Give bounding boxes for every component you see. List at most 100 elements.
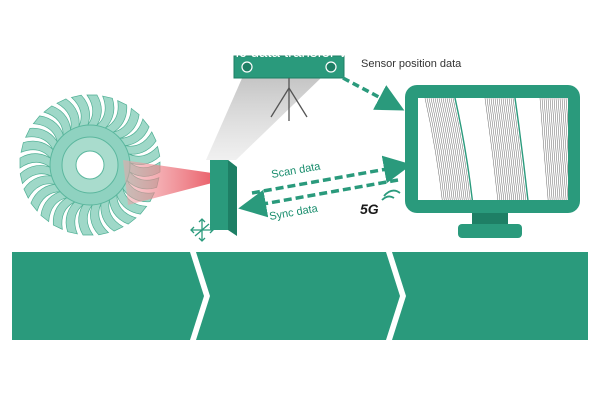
mesh-line xyxy=(549,98,559,200)
mesh-line xyxy=(541,98,551,200)
mesh-line xyxy=(430,98,449,200)
signal-icon xyxy=(381,189,401,201)
turbine-blade xyxy=(100,195,124,232)
mesh-line xyxy=(440,98,459,200)
mesh-line xyxy=(428,98,447,200)
turbine-blade xyxy=(19,153,54,171)
mesh-line xyxy=(436,98,455,200)
mesh-line xyxy=(492,98,507,200)
mesh-line xyxy=(512,98,527,200)
mesh-line xyxy=(557,98,567,200)
step-2-line-1: Real time scan data and xyxy=(218,26,380,43)
process-steps-banner xyxy=(12,252,588,340)
turbine-blade xyxy=(78,201,96,236)
step-2-shape xyxy=(196,252,400,340)
mesh-line xyxy=(452,98,471,200)
mesh-line xyxy=(539,98,549,200)
mesh-line xyxy=(450,98,469,200)
mesh-line xyxy=(498,98,513,200)
turbine-blade xyxy=(65,199,88,235)
light-section-sensor-icon xyxy=(210,160,237,236)
mesh-line xyxy=(559,98,568,200)
mesh-line xyxy=(496,98,511,200)
turbine-blade xyxy=(90,199,110,236)
tracker-field-of-view xyxy=(206,76,323,160)
sensor-position-label: Sensor position data xyxy=(361,58,462,70)
step-3-shape xyxy=(392,252,588,340)
fiveg-badge: 5G xyxy=(360,189,401,217)
turbine-blade xyxy=(70,94,90,131)
sensor-position-arrow xyxy=(342,76,405,111)
scan-data-arrow xyxy=(251,155,412,195)
mesh-line xyxy=(484,98,499,200)
turbine-blade xyxy=(52,195,80,230)
step-2-line-2: sync data transfer via 5G xyxy=(215,44,383,61)
mesh-line xyxy=(565,98,568,129)
turbine-blade xyxy=(43,105,72,140)
fiveg-label: 5G xyxy=(360,201,379,217)
mesh-line xyxy=(486,98,501,200)
mesh-line xyxy=(490,98,505,200)
sync-data-label: Sync data xyxy=(268,202,319,222)
mesh-line xyxy=(551,98,561,200)
step-1-line-2: light-section sensor xyxy=(37,44,167,61)
mesh-edge xyxy=(514,98,529,200)
mesh-line xyxy=(494,98,509,200)
mesh-line xyxy=(561,98,568,179)
mesh-line xyxy=(426,98,445,200)
mesh-line xyxy=(553,98,563,200)
laser-beam xyxy=(123,160,212,205)
mesh-line xyxy=(432,98,451,200)
step-2-text: Real time scan data and sync data transf… xyxy=(204,0,394,88)
mesh-line xyxy=(508,98,523,200)
mesh-line xyxy=(500,98,515,200)
turbine-blade xyxy=(19,165,56,185)
step-1-shape xyxy=(12,252,204,340)
mesh-line xyxy=(424,98,443,200)
mesh-line xyxy=(442,98,461,200)
turbine-blade xyxy=(100,100,128,135)
mesh-line xyxy=(555,98,565,200)
step-1-text: Measurement with light-section sensor xyxy=(12,0,192,88)
mesh-line xyxy=(563,98,568,154)
mesh-line xyxy=(547,98,557,200)
mesh-line xyxy=(448,98,467,200)
step-3-line-2: of component xyxy=(448,35,540,52)
turbine-blade xyxy=(115,183,148,215)
mesh-line xyxy=(545,98,555,200)
scan-data-label: Scan data xyxy=(270,160,322,181)
turbine-blade xyxy=(32,115,65,147)
step-3-text: 3D-visualization of component geometry xyxy=(400,0,588,88)
point-cloud-visualization xyxy=(424,98,568,200)
turbine-blade xyxy=(92,95,115,131)
turbine-blade xyxy=(84,94,102,129)
step-1-line-1: Measurement with xyxy=(40,26,164,43)
turbine-blade xyxy=(23,175,60,199)
turbine-blade xyxy=(120,131,157,155)
turbine-blade xyxy=(25,127,60,155)
mesh-line xyxy=(506,98,521,200)
sync-data-arrow xyxy=(238,178,399,218)
step-3-line-1: 3D-visualization xyxy=(441,17,547,34)
turbine-blade xyxy=(108,190,137,225)
mesh-line xyxy=(510,98,525,200)
mesh-line xyxy=(504,98,519,200)
turbine-blade xyxy=(20,140,56,163)
mesh-line xyxy=(444,98,463,200)
mesh-line xyxy=(488,98,503,200)
turbine-blade xyxy=(115,118,150,147)
mesh-line xyxy=(434,98,453,200)
mesh-line xyxy=(502,98,517,200)
turbine-blade xyxy=(40,190,72,223)
position-tracker-icon xyxy=(233,55,345,121)
mesh-edge xyxy=(454,98,474,200)
monitor-icon xyxy=(405,85,580,238)
turbine-blade xyxy=(56,98,80,135)
measurement-diagram: Sensor position data Scan data Sync data… xyxy=(19,55,580,242)
move-axes-icon xyxy=(190,218,214,242)
step-3-line-3: geometry xyxy=(462,53,526,70)
turbine-blade xyxy=(108,107,140,140)
mesh-line xyxy=(446,98,465,200)
turbine-blade xyxy=(30,183,65,212)
mesh-line xyxy=(543,98,553,200)
